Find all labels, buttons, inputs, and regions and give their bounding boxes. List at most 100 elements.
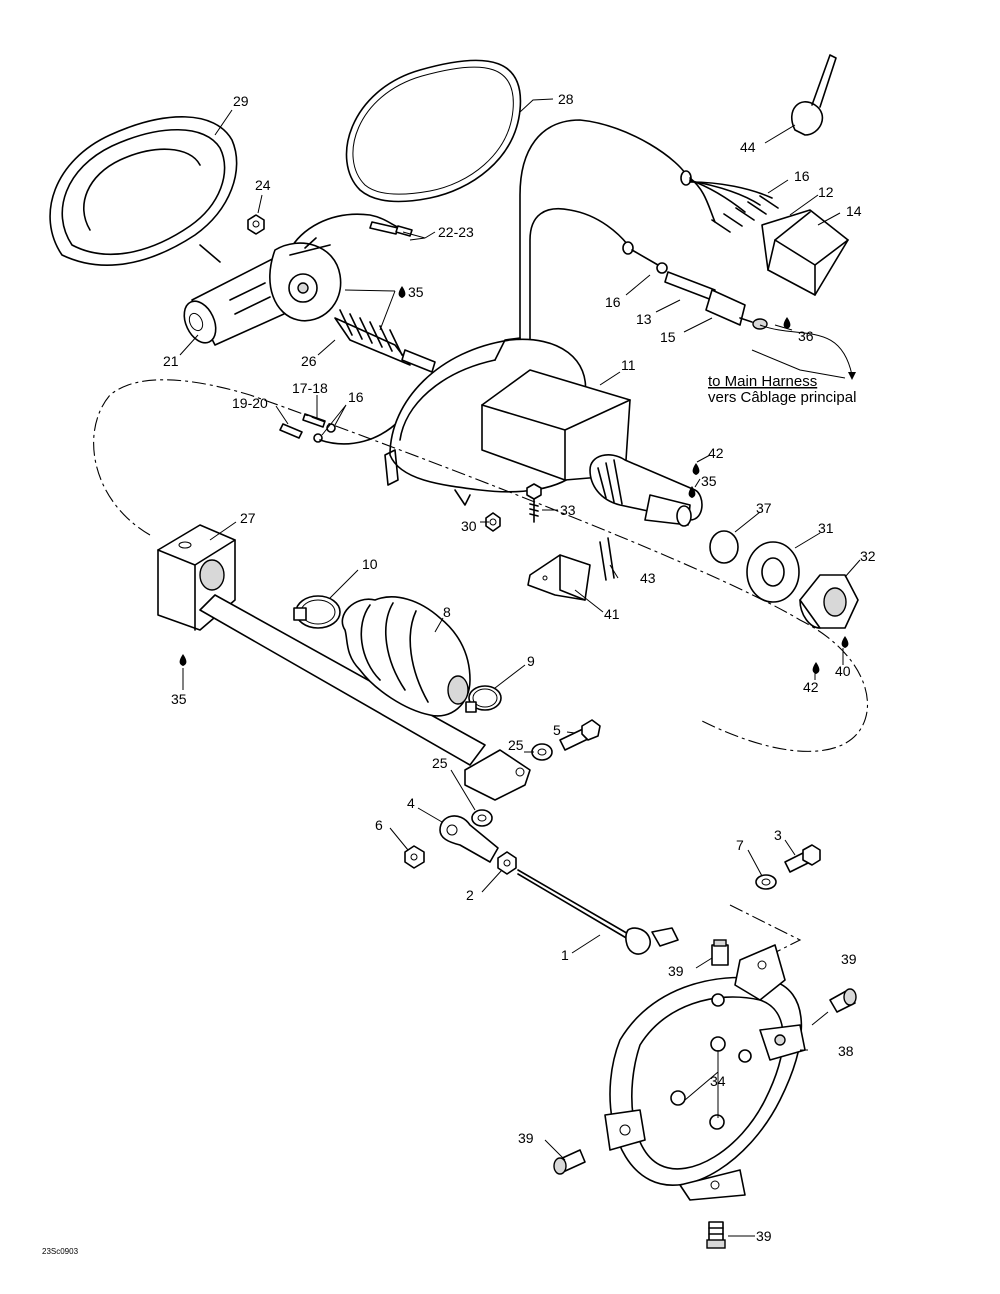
callout-38: 38: [838, 1043, 854, 1059]
callout-17-18: 17-18: [292, 380, 328, 396]
callout-37: 37: [756, 500, 772, 516]
callout-43: 43: [640, 570, 656, 586]
part-39-screw-a: [711, 939, 729, 966]
part-38-mount: [604, 944, 806, 1201]
callout-39: 39: [841, 951, 857, 967]
callout-13: 13: [636, 311, 652, 327]
callout-9: 9: [527, 653, 535, 669]
callout-39: 39: [518, 1130, 534, 1146]
callout-36: 36: [798, 328, 814, 344]
part-17-20-fittings: [279, 413, 401, 445]
callout-27: 27: [240, 510, 256, 526]
part-9-clamp: [465, 685, 502, 713]
harness-note-line1: to Main Harness: [708, 373, 817, 390]
part-24-nut: [247, 214, 265, 235]
part-1-cable: [517, 869, 679, 955]
callout-12: 12: [818, 184, 834, 200]
part-21-motor: [183, 237, 342, 346]
part-4-lever: [439, 815, 499, 863]
drop-icon: [783, 317, 791, 329]
callout-8: 8: [443, 604, 451, 620]
part-11-housing: [384, 337, 703, 527]
harness-cable: [519, 119, 773, 381]
callout-30: 30: [461, 518, 477, 534]
callout-11: 11: [621, 357, 636, 373]
callout-22-23: 22-23: [438, 224, 474, 240]
callout-2: 2: [466, 887, 474, 903]
assembly-outline: [93, 379, 869, 752]
harness-note: to Main Harness vers Câblage principal: [708, 373, 856, 406]
drop-icon: [812, 662, 820, 674]
drop-icon: [841, 636, 849, 648]
part-32-nut: [799, 574, 859, 629]
callout-35: 35: [171, 691, 187, 707]
part-30-nut: [485, 512, 501, 532]
harness-note-line2: vers Câblage principal: [708, 389, 856, 406]
drop-icon: [179, 654, 187, 666]
part-13-15-16-bullet-connector: [622, 241, 768, 330]
part-25-washer-b: [471, 809, 493, 827]
callout-1: 1: [561, 947, 569, 963]
drop-icon: [398, 286, 406, 298]
part-3-bolt: [784, 844, 821, 873]
part-6-nut: [404, 845, 425, 869]
leader-lines: [179, 98, 861, 1237]
part-2-nut: [497, 851, 517, 875]
callout-19-20: 19-20: [232, 395, 268, 411]
part-37-o-ring: [709, 530, 739, 564]
part-31-washer: [746, 541, 800, 603]
part-43-clip: [599, 537, 615, 581]
drawing-code: 23Sc0903: [42, 1247, 79, 1256]
shaft-rod: [199, 594, 531, 801]
callout-35: 35: [701, 473, 717, 489]
callout-4: 4: [407, 795, 415, 811]
part-39-screw-b: [829, 988, 857, 1013]
part-33-screw: [526, 483, 542, 523]
callout-29: 29: [233, 93, 249, 109]
bolt-dash-line: [729, 904, 802, 956]
callout-3: 3: [774, 827, 782, 843]
callout-35: 35: [408, 284, 424, 300]
callout-7: 7: [736, 837, 744, 853]
callout-42: 42: [708, 445, 724, 461]
part-12-terminals: [711, 195, 779, 233]
callout-41: 41: [604, 606, 620, 622]
callout-28: 28: [558, 91, 574, 107]
callout-15: 15: [660, 329, 676, 345]
callout-10: 10: [362, 556, 378, 572]
callout-16: 16: [348, 389, 364, 405]
callout-5: 5: [553, 722, 561, 738]
callout-6: 6: [375, 817, 383, 833]
callout-33: 33: [560, 502, 576, 518]
part-29-cover: [49, 116, 238, 266]
callout-25: 25: [432, 755, 448, 771]
arrow-down-right-icon: [759, 324, 856, 380]
part-39-screw-c: [553, 1149, 586, 1175]
callout-39: 39: [668, 963, 684, 979]
part-41-bracket: [527, 554, 591, 601]
callout-32: 32: [860, 548, 876, 564]
part-5-bolt: [559, 719, 601, 751]
part-26-worm-gear: [334, 309, 436, 373]
drop-icon: [692, 463, 700, 475]
callout-21: 21: [163, 353, 179, 369]
callout-25: 25: [508, 737, 524, 753]
part-7-washer: [755, 874, 777, 890]
callout-34: 34: [710, 1073, 726, 1089]
callout-16: 16: [605, 294, 621, 310]
part-25-washer-a: [531, 743, 553, 761]
part-12-14-connector: [711, 195, 849, 296]
callout-44: 44: [740, 139, 756, 155]
callout-31: 31: [818, 520, 834, 536]
part-10-clamp: [293, 595, 341, 629]
callout-16: 16: [794, 168, 810, 184]
callout-24: 24: [255, 177, 271, 193]
callout-labels: 29 24 22-23 28 44 16 12 14 35 16 13 15 3…: [163, 91, 876, 1244]
callout-26: 26: [301, 353, 317, 369]
callout-42: 42: [803, 679, 819, 695]
drop-icon: [688, 486, 696, 498]
callout-14: 14: [846, 203, 862, 219]
part-44-cable-tie: [790, 54, 837, 136]
callout-40: 40: [835, 663, 851, 679]
